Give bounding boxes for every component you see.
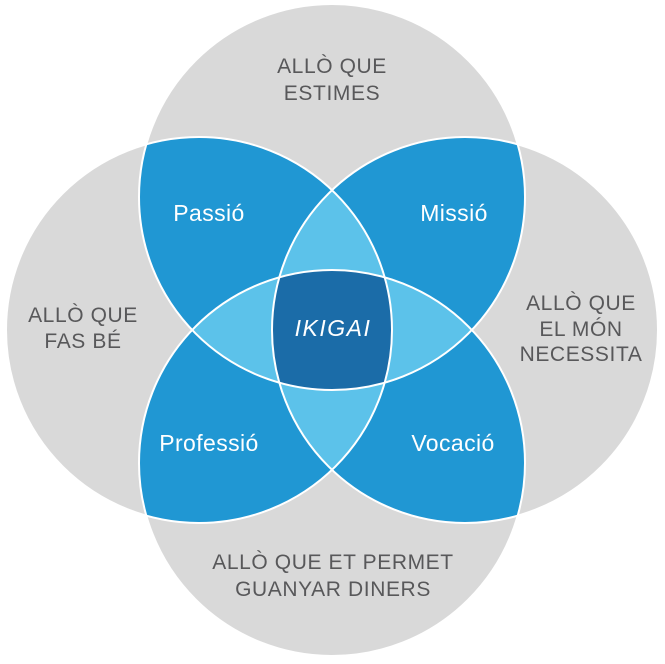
- label-bottom-line2: GUANYAR DINERS: [235, 578, 431, 601]
- label-ikigai: IKIGAI: [295, 315, 372, 341]
- label-passio: Passió: [173, 200, 244, 226]
- outline-circle-bottom: [138, 269, 526, 657]
- label-left-line2: FAS BÉ: [44, 330, 121, 353]
- label-right-line1: ALLÒ QUE: [526, 292, 636, 315]
- label-left-line1: ALLÒ QUE: [28, 304, 138, 327]
- label-bottom-line1: ALLÒ QUE ET PERMET: [212, 551, 453, 574]
- outline-circle-top: [138, 3, 526, 391]
- circle-outlines: [5, 3, 659, 657]
- petal-labels: Passió Missió Professió Vocació: [159, 200, 494, 456]
- outer-labels: ALLÒ QUE ESTIMES ALLÒ QUE FAS BÉ ALLÒ QU…: [28, 55, 642, 601]
- label-right-line3: NECESSITA: [520, 343, 643, 366]
- label-vocacio: Vocació: [411, 430, 494, 456]
- region-overlap-left-right-bottom: [272, 270, 392, 523]
- outline-circle-right: [271, 136, 659, 524]
- label-top-line1: ALLÒ QUE: [277, 55, 387, 78]
- label-top-line2: ESTIMES: [284, 82, 380, 105]
- outline-circle-left: [5, 136, 393, 524]
- label-professio: Professió: [159, 430, 258, 456]
- label-missio: Missió: [420, 200, 488, 226]
- label-right-line2: EL MÓN: [539, 318, 622, 341]
